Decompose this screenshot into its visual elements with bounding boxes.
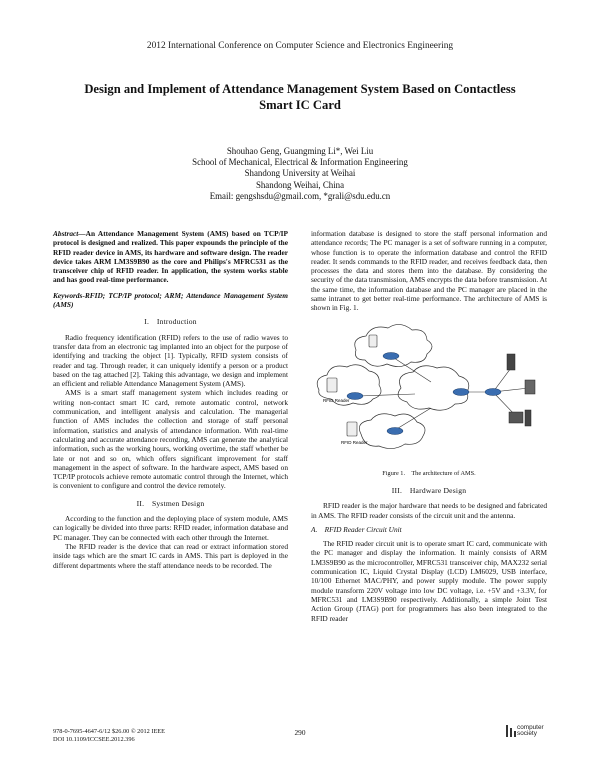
router-top — [382, 351, 400, 360]
author-location: Shandong Weihai, China — [255, 179, 345, 190]
section-heading-introduction: I. Introduction — [144, 317, 197, 327]
router-center — [452, 387, 470, 396]
system-paragraph-2: The RFID reader is the device that can r… — [53, 541, 288, 570]
author-affiliation: School of Mechanical, Electrical & Infor… — [192, 157, 408, 168]
cloud-internet — [397, 365, 470, 411]
keywords-text: RFID; TCP/IP protocol; ARM; Attendance M… — [53, 290, 288, 310]
link-1 — [390, 355, 432, 382]
pc-monitor-icon — [508, 411, 524, 423]
author-names: Shouhao Geng, Guangming Li*, Wei Liu — [226, 146, 374, 156]
abstract-label: Abstract— — [53, 229, 86, 238]
section-heading-hardware-design: III. Hardware Design — [391, 485, 467, 495]
hardware-paragraph-2: The RFID reader circuit unit is to opera… — [311, 539, 547, 623]
left-column: Abstract—An Attendance Management System… — [53, 229, 288, 570]
database-icon — [524, 379, 536, 394]
pc-tower-icon — [524, 409, 532, 426]
hardware-paragraph-1: RFID reader is the major hardware that n… — [311, 501, 547, 520]
link-5 — [492, 367, 512, 392]
system-paragraph-1: According to the function and the deploy… — [53, 514, 288, 542]
conference-header: 2012 International Conference on Compute… — [146, 41, 454, 51]
keywords-label: Keywords- — [53, 290, 85, 300]
link-3 — [394, 407, 432, 430]
intro-paragraph-2: AMS is a smart staff management system w… — [53, 388, 288, 491]
cloud-top — [354, 323, 433, 367]
paper-title: Design and Implement of Attendance Manag… — [84, 82, 516, 112]
author-block: Shouhao Geng, Guangming Li*, Wei Liu Sch… — [0, 146, 600, 202]
architecture-diagram: RFID Reader RFID Reader — [316, 323, 536, 449]
author-email: Email: gengshsdu@gmail.com, *grali@sdu.e… — [209, 190, 391, 201]
author-university: Shandong University at Weihai — [244, 168, 356, 179]
architecture-figure: RFID Reader RFID Reader — [311, 318, 547, 466]
router-right — [484, 387, 502, 396]
footer-doi: DOI 10.1109/ICCSEE.2012.396 — [53, 736, 135, 744]
abstract-text: An Attendance Management System (AMS) ba… — [53, 229, 288, 285]
section-heading-system-design: II. Systmen Design — [136, 498, 205, 508]
reader-device-top — [368, 334, 378, 347]
reader-device-2 — [346, 421, 358, 436]
router-bottom — [386, 426, 404, 435]
link-2 — [358, 393, 416, 396]
footer-isbn: 978-0-7695-4647-6/12 $26.00 © 2012 IEEE — [53, 728, 165, 735]
rfid-reader-label-2: RFID Reader — [341, 440, 368, 445]
abstract: Abstract—An Attendance Management System… — [53, 229, 288, 285]
keywords: Keywords-RFID; TCP/IP protocol; ARM; Att… — [53, 291, 288, 310]
cloud-left — [316, 364, 382, 406]
subsection-heading-reader-circuit: A. RFID Reader Circuit Unit — [311, 524, 402, 534]
cloud-label-group: RFID Reader RFID Reader — [323, 398, 368, 445]
router-left — [346, 391, 364, 400]
page-number: 290 — [294, 728, 306, 737]
computer-society-logo-icon — [506, 725, 516, 737]
system-paragraph-3: information database is designed to stor… — [311, 229, 547, 313]
footer-identifiers: 978-0-7695-4647-6/12 $26.00 © 2012 IEEE … — [53, 728, 165, 745]
reader-device-1 — [326, 377, 338, 392]
rfid-reader-label-1: RFID Reader — [323, 398, 350, 403]
right-column: information database is designed to stor… — [311, 229, 547, 623]
server-icon — [506, 353, 516, 370]
intro-paragraph-1: Radio frequency identification (RFID) re… — [53, 332, 288, 389]
figure-caption: Figure 1. The architecture of AMS. — [382, 469, 476, 477]
